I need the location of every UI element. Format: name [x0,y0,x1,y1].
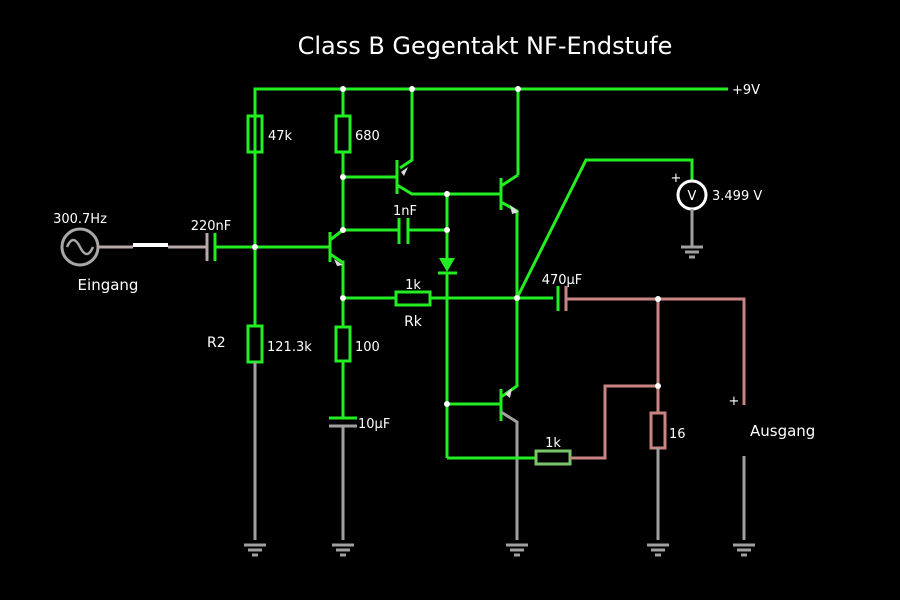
voltmeter-icon[interactable]: V [676,179,708,211]
resistor-100-label: 100 [355,340,380,355]
source-label: Eingang [78,276,139,294]
svg-text:V: V [688,189,697,204]
resistor-100[interactable] [334,325,352,363]
schematic-title: Class B Gegentakt NF-Endstufe [298,32,673,60]
probe-wire[interactable] [515,158,694,299]
resistor-rk-label: 1k [405,278,421,293]
emitter-capacitor-label: 10µF [358,417,390,432]
input-wire[interactable] [98,243,207,249]
resistor-rk-name: Rk [404,314,423,330]
transistor-predriver[interactable] [395,160,447,196]
resistor-47k-label: 47k [268,129,293,144]
voltmeter-plus: + [671,171,682,186]
input-capacitor[interactable] [205,233,330,261]
ground-icon [647,543,669,557]
ground-icon [733,543,755,557]
ground-symbols [244,245,755,557]
supply-rail[interactable] [253,87,728,250]
ground-icon [506,543,528,557]
ground-icon [681,245,703,259]
transistor-output-lower[interactable] [499,298,519,540]
input-capacitor-label: 220nF [191,219,232,234]
resistor-feedback-1k-label: 1k [545,436,561,451]
output-label: Ausgang [750,422,815,440]
voltmeter-reading: 3.499 V [712,189,762,204]
ground-icon [332,543,354,557]
diode-icon[interactable] [439,258,455,272]
resistor-load-label: 16 [669,427,686,442]
feedback-capacitor-label: 1nF [393,204,417,219]
resistor-feedback-1k[interactable] [534,449,572,466]
resistor-r2-label: 121.3k [267,340,312,355]
ac-source-icon[interactable] [60,227,100,267]
resistor-680-label: 680 [355,129,380,144]
resistor-rk[interactable] [394,290,432,307]
ground-icon [244,543,266,557]
junction-dots [252,86,661,407]
resistor-680[interactable] [334,114,352,154]
transistor-driver[interactable] [328,228,345,298]
transistor-output-upper[interactable] [499,173,519,298]
output-capacitor-label: 470µF [542,273,583,288]
resistor-47k[interactable] [246,114,264,154]
supply-label: +9V [732,83,760,98]
resistor-load[interactable] [649,411,667,450]
output-plus: + [729,394,740,409]
resistor-r2-name: R2 [207,335,226,351]
source-frequency: 300.7Hz [53,212,107,227]
resistor-r2[interactable] [246,324,264,364]
